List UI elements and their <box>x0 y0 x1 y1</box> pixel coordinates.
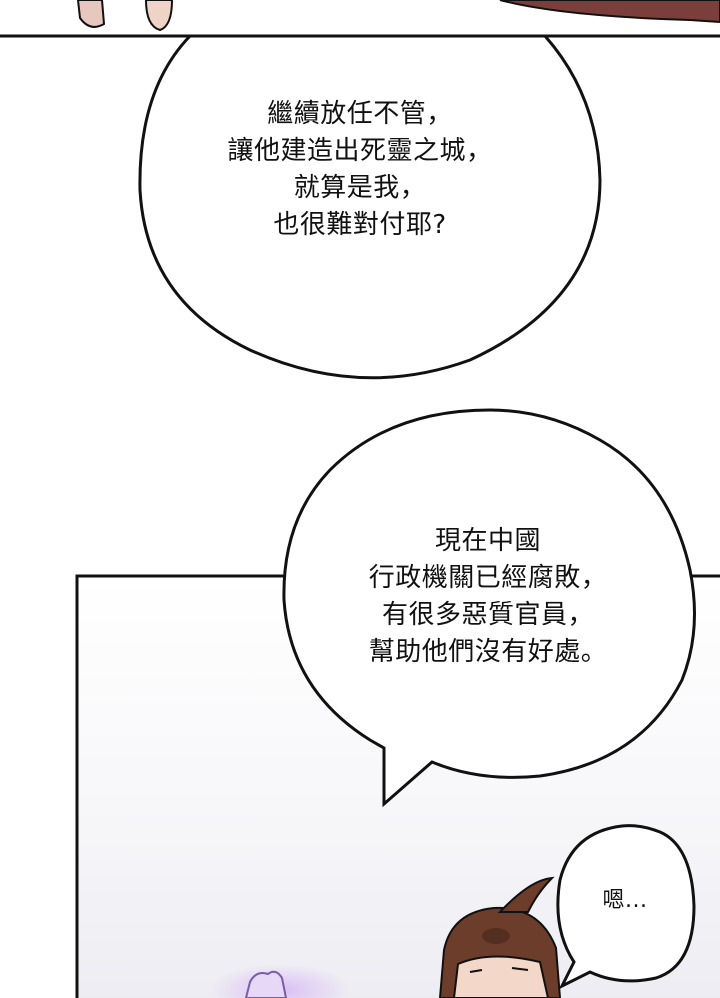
speech-bubble-top <box>138 34 602 380</box>
top-panel-fragment <box>0 0 720 38</box>
speech-text-main: 現在中國 行政機關已經腐敗， 有很多惡質官員， 幫助他們沒有好處。 <box>318 523 658 671</box>
speech-bubble-main <box>282 408 696 808</box>
speech-line: 繼續放任不管， <box>267 99 453 129</box>
small-creature <box>244 970 288 998</box>
hair-ahoge <box>497 876 555 913</box>
cloth-fragment <box>499 0 720 24</box>
speech-line: 現在中國 <box>434 526 541 556</box>
speech-line: 行政機關已經腐敗， <box>368 563 608 593</box>
character-head <box>438 876 562 998</box>
speech-line: 讓他建造出死靈之城， <box>227 136 493 166</box>
speech-bubble-small <box>556 824 696 990</box>
speech-text-top: 繼續放任不管， 讓他建造出死靈之城， 就算是我， 也很難對付耶? <box>190 96 530 244</box>
speech-line: 幫助他們沒有好處。 <box>368 637 608 667</box>
speech-text-small: 嗯... <box>575 882 675 919</box>
hand-fragment-right <box>144 0 174 32</box>
character-face <box>452 955 550 998</box>
speech-line: 也很難對付耶? <box>273 210 447 240</box>
speech-line: 就算是我， <box>293 173 427 203</box>
speech-line: 嗯... <box>602 888 648 913</box>
speech-line: 有很多惡質官員， <box>381 600 594 630</box>
hand-fragment-left <box>76 0 106 28</box>
